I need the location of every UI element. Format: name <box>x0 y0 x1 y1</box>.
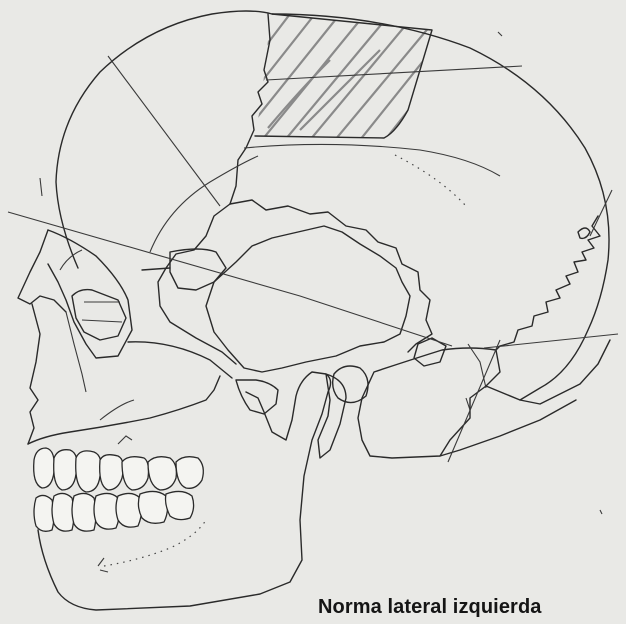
lower-teeth <box>34 491 194 531</box>
nasal-bone <box>18 230 66 312</box>
zygomatic-arch <box>170 249 226 290</box>
reference-line-vertical-front <box>108 56 220 206</box>
maxilla <box>28 376 220 444</box>
lambdoid-suture <box>500 216 600 346</box>
temporal-line-dotted <box>395 155 465 205</box>
sphenoid-greater-wing <box>158 204 236 364</box>
nasal-aperture <box>28 304 40 444</box>
reference-line-horizontal <box>8 212 452 346</box>
orbit <box>48 230 132 358</box>
condyle <box>318 374 346 458</box>
parietal-inner-line <box>244 144 500 176</box>
hatched-parietal-area <box>255 14 440 140</box>
mylohyoid-line <box>104 520 206 566</box>
figure-caption: Norma lateral izquierda <box>318 596 541 619</box>
occipital-base <box>440 340 610 456</box>
reference-line-occipital <box>448 340 500 462</box>
upper-teeth <box>34 448 204 492</box>
reference-line-posterior <box>484 190 618 348</box>
